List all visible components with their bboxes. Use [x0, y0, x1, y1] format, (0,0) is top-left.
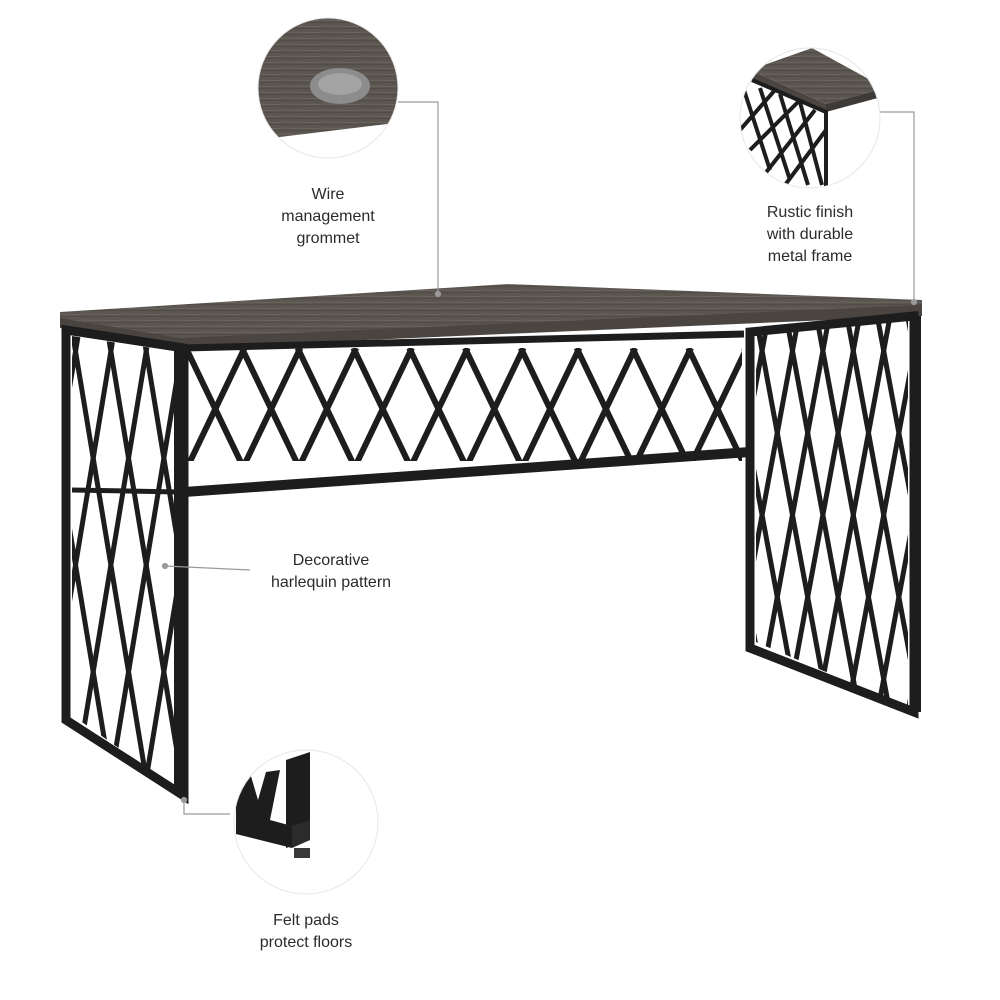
- label-line: with durable: [766, 226, 854, 243]
- callout-corner-image: [739, 47, 881, 189]
- lattice-bar: [465, 348, 527, 461]
- lattice-bar: [783, 317, 862, 707]
- leader-lines: [161, 101, 918, 815]
- label-wire-grommet: Wire management grommet: [268, 184, 388, 250]
- leader-pattern: [164, 565, 251, 571]
- lattice-bar: [969, 318, 1000, 712]
- label-line: harlequin pattern: [270, 574, 392, 591]
- label-felt-pads: Felt pads protect floors: [236, 910, 376, 954]
- felt-pad-icon: [294, 848, 310, 858]
- label-line: Rustic finish: [766, 204, 854, 221]
- left-leg-frame: [61, 324, 189, 805]
- label-rustic-finish: Rustic finish with durable metal frame: [738, 202, 882, 268]
- lattice-bar: [72, 336, 153, 790]
- desktop-front-edge: [60, 305, 922, 348]
- label-line: management: [281, 208, 375, 225]
- lattice-bar: [969, 318, 1000, 712]
- lattice-bar: [689, 351, 742, 461]
- lattice-bar: [104, 336, 178, 790]
- lattice-bar: [140, 336, 178, 790]
- lattice-bar: [242, 348, 304, 461]
- leader-grommet: [398, 101, 439, 294]
- lattice-bar: [298, 348, 359, 461]
- label-line: Decorative: [292, 552, 370, 569]
- lattice-bar: [186, 348, 248, 461]
- lattice-bar: [72, 487, 178, 495]
- label-line: grommet: [296, 230, 360, 247]
- lattice-bar: [938, 318, 1000, 712]
- lattice-bar: [140, 336, 178, 790]
- lattice-bar: [875, 317, 908, 707]
- leader-finish: [878, 111, 915, 302]
- lattice-bar: [521, 348, 583, 461]
- label-line: protect floors: [259, 934, 353, 951]
- lattice-bar: [354, 348, 415, 461]
- leader-pads: [183, 800, 230, 815]
- callout-pads-image: [233, 749, 379, 895]
- lattice-bar: [844, 317, 908, 707]
- desk: [60, 284, 1000, 805]
- desktop-surface: [60, 284, 922, 348]
- lattice-bar: [410, 348, 471, 461]
- lattice-bar: [938, 318, 1000, 712]
- callout-grommet-image: [257, 17, 399, 159]
- lattice-bar: [875, 317, 908, 707]
- lattice-bar: [756, 317, 802, 707]
- lattice-bar: [72, 336, 117, 790]
- right-leg-frame: [745, 311, 1000, 719]
- label-line: Felt pads: [273, 912, 339, 929]
- label-line: Wire: [311, 186, 345, 203]
- lattice-bar: [756, 317, 832, 707]
- label-harlequin-pattern: Decorative harlequin pattern: [246, 550, 416, 594]
- lattice-bar: [577, 348, 638, 461]
- lattice-bar: [633, 348, 694, 461]
- lattice-bar: [814, 317, 893, 707]
- label-line: metal frame: [767, 248, 853, 265]
- front-apron: [181, 330, 751, 497]
